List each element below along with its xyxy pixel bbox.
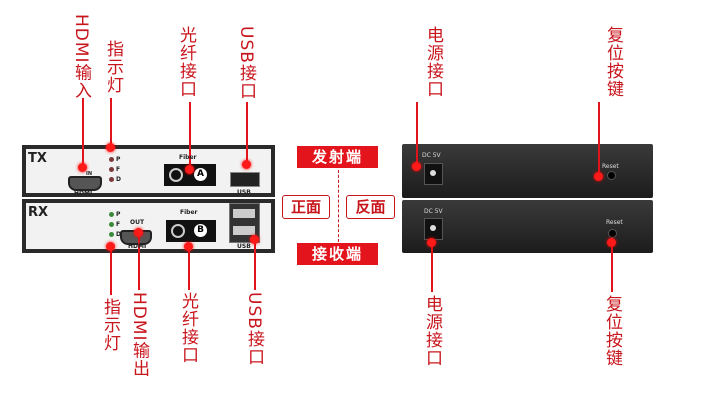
pointer-line bbox=[189, 102, 191, 170]
power-text: DC 5V bbox=[422, 152, 441, 159]
led-label: D bbox=[116, 176, 121, 183]
pointer-line bbox=[188, 250, 190, 290]
label-usb-top: USB接口 bbox=[236, 26, 256, 100]
marker-dot bbox=[185, 165, 194, 174]
hdmi-text: HDMI bbox=[74, 190, 93, 197]
marker-dot bbox=[607, 238, 616, 247]
label-hdmi-input: HDMI输入 bbox=[71, 14, 91, 100]
marker-dot bbox=[78, 163, 87, 172]
reset-text: Reset bbox=[602, 163, 619, 170]
led-f bbox=[109, 167, 114, 172]
reset-text: Reset bbox=[606, 219, 623, 226]
fiber-text: Fiber bbox=[180, 209, 198, 216]
marker-dot bbox=[134, 228, 143, 237]
marker-dot bbox=[184, 242, 193, 251]
pointer-line bbox=[110, 98, 112, 146]
usb-text: USB bbox=[237, 243, 251, 250]
rx-label: RX bbox=[28, 205, 49, 220]
pointer-line bbox=[416, 102, 418, 164]
led-label: D bbox=[116, 231, 121, 238]
led-label: F bbox=[116, 166, 121, 173]
power-jack bbox=[424, 218, 443, 240]
marker-dot bbox=[250, 235, 259, 244]
marker-dot bbox=[106, 143, 115, 152]
port-letter: B bbox=[194, 224, 207, 237]
marker-dot bbox=[242, 160, 251, 169]
front-label: 正面 bbox=[282, 195, 330, 219]
led-d bbox=[109, 177, 114, 182]
fiber-port: A bbox=[164, 164, 216, 186]
pointer-line bbox=[138, 236, 140, 290]
led-label: P bbox=[116, 211, 121, 218]
tx-label: TX bbox=[28, 151, 47, 166]
pointer-line bbox=[110, 250, 112, 295]
label-power-top: 电源接口 bbox=[423, 26, 443, 98]
pointer-line bbox=[598, 102, 600, 176]
marker-dot bbox=[427, 238, 436, 247]
pointer-line bbox=[254, 243, 256, 290]
led-label: F bbox=[116, 221, 121, 228]
label-power-bottom: 电源接口 bbox=[422, 295, 442, 367]
marker-dot bbox=[106, 242, 115, 251]
label-reset-top: 复位按键 bbox=[603, 26, 623, 98]
label-indicator-top: 指示灯 bbox=[103, 40, 123, 94]
pointer-line bbox=[611, 246, 613, 292]
reset-button bbox=[607, 171, 616, 180]
hdmi-text: HDMI bbox=[128, 243, 147, 250]
pointer-line bbox=[246, 102, 248, 162]
hdmi-in-text: IN bbox=[86, 171, 93, 177]
pointer-line bbox=[431, 246, 433, 292]
label-fiber-bottom: 光纤接口 bbox=[178, 292, 198, 364]
label-reset-bottom: 复位按键 bbox=[602, 295, 622, 367]
usb-port bbox=[230, 172, 260, 187]
marker-dot bbox=[594, 172, 603, 181]
receiver-label: 接收端 bbox=[297, 243, 378, 265]
port-letter: A bbox=[194, 168, 207, 181]
label-fiber-top: 光纤接口 bbox=[176, 26, 196, 98]
reset-button bbox=[608, 229, 617, 238]
power-text: DC 5V bbox=[424, 208, 443, 215]
back-label: 反面 bbox=[346, 195, 395, 219]
tx-front-panel: TX IN HDMI P F D Fiber A USB bbox=[22, 145, 275, 197]
rx-back-panel: DC 5V Reset bbox=[402, 200, 653, 253]
hdmi-port bbox=[68, 176, 102, 191]
led-p bbox=[109, 157, 114, 162]
hdmi-out-text: OUT bbox=[130, 219, 145, 226]
led-f bbox=[109, 222, 114, 227]
divider-line bbox=[338, 170, 339, 242]
transmitter-label: 发射端 bbox=[297, 146, 378, 168]
fiber-port: B bbox=[166, 220, 216, 242]
usb-text: USB bbox=[237, 189, 251, 196]
marker-dot bbox=[412, 162, 421, 171]
led-d bbox=[109, 232, 114, 237]
tx-back-panel: DC 5V Reset bbox=[402, 144, 653, 198]
power-jack bbox=[424, 163, 443, 185]
fiber-text: Fiber bbox=[179, 154, 197, 161]
label-hdmi-output: HDMI输出 bbox=[129, 292, 149, 378]
led-p bbox=[109, 212, 114, 217]
label-indicator-bottom: 指示灯 bbox=[100, 298, 120, 352]
label-usb-bottom: USB接口 bbox=[244, 292, 264, 366]
rx-front-panel: RX P F D OUT HDMI Fiber B USB bbox=[22, 199, 275, 253]
pointer-line bbox=[82, 98, 84, 168]
led-label: P bbox=[116, 156, 121, 163]
